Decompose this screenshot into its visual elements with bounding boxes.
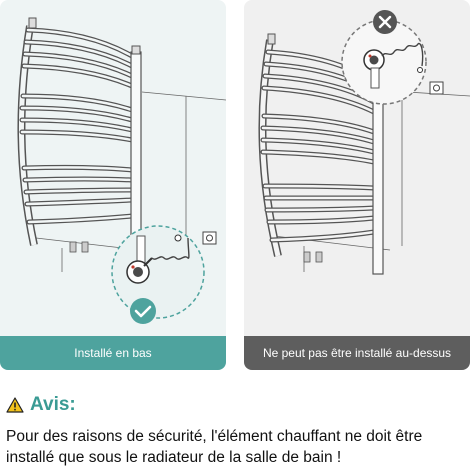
- warning-heading: Avis:: [6, 394, 76, 416]
- caption-not-installed-above: Ne peut pas être installé au-dessus: [244, 336, 470, 370]
- checkmark-icon: [130, 298, 156, 324]
- cross-icon: [373, 10, 397, 34]
- warning-title: Avis:: [30, 394, 76, 415]
- warning-text: Pour des raisons de sécurité, l'élément …: [6, 428, 423, 466]
- caption-installed-below: Installé en bas: [0, 336, 226, 370]
- radiator-illustration-above: [258, 10, 470, 275]
- panel-not-installed-above: Ne peut pas être installé au-dessus: [244, 0, 470, 370]
- warning-triangle-icon: [6, 397, 24, 413]
- radiator-illustration-below: [17, 17, 226, 324]
- panel-installed-below: Installé en bas: [0, 0, 226, 370]
